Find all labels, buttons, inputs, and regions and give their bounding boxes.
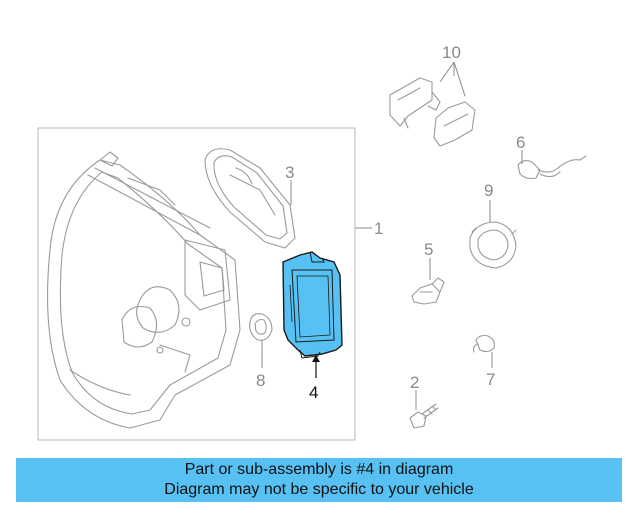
callout-arrow-4 [312,355,320,362]
bulb-icon [517,155,587,180]
bulb-cover-icon [204,148,296,249]
socket-icon [249,313,273,351]
callout-7: 7 [486,370,495,389]
bulb-icon [472,334,495,353]
headlamp-assembly-icon [47,151,241,429]
banner-line-1: Part or sub-assembly is #4 in diagram [184,461,454,478]
callout-4: 4 [309,383,318,402]
ballast-icon [282,251,343,359]
callout-9: 9 [484,181,493,200]
callout-3: 3 [285,163,294,182]
callout-8: 8 [256,371,265,390]
callout-leader-10a [439,61,455,83]
banner-line-2: Diagram may not be specific to your vehi… [164,481,474,498]
callout-6: 6 [516,133,525,152]
assembly-frame [37,127,356,441]
screw-icon [409,403,439,429]
callout-leader-10c [453,61,466,97]
callout-1: 1 [374,219,383,238]
info-banner: Part or sub-assembly is #4 in diagram Di… [16,458,622,502]
retainer-ring-icon [469,221,517,269]
callout-10: 10 [442,43,461,62]
bracket-icon [389,77,476,147]
bulb-icon [411,277,445,305]
callout-5: 5 [424,240,433,259]
callout-2: 2 [410,373,419,392]
